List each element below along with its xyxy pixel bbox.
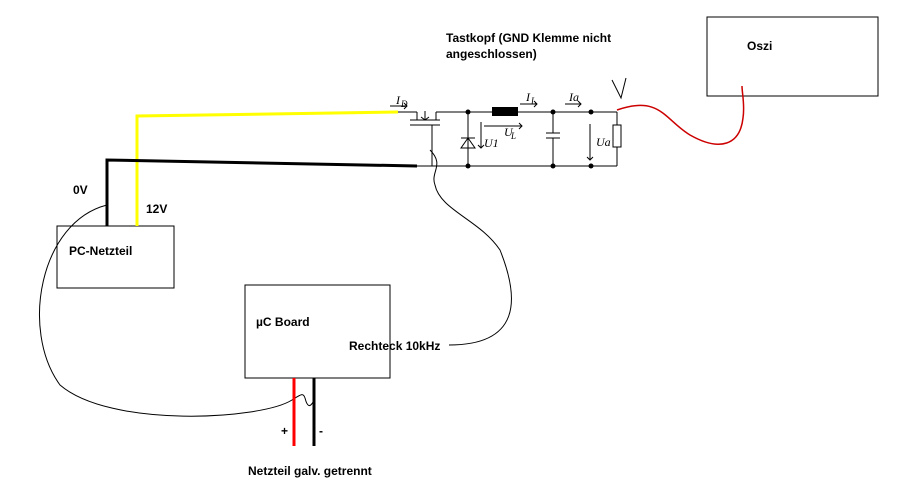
buck-converter	[390, 100, 622, 169]
symbol-i-l: I	[525, 90, 531, 104]
symbol-u-a: Ua	[596, 135, 611, 149]
symbol-u-l: U	[504, 125, 514, 139]
label-12v: 12V	[146, 202, 167, 216]
inductor-symbol	[492, 107, 518, 116]
label-0v: 0V	[73, 183, 88, 197]
ground-curve-wire	[39, 204, 316, 417]
resistor-symbol	[612, 124, 622, 148]
rechteck-label: Rechteck 10kHz	[349, 339, 440, 353]
tastkopf-label-line1: Tastkopf (GND Klemme nicht	[446, 31, 611, 45]
oszi-label: Oszi	[747, 39, 772, 53]
probe-pointer	[611, 77, 627, 100]
pc-netzteil-box	[56, 225, 175, 289]
symbol-u-1: U1	[484, 136, 499, 150]
netzteil-galv-label: Netzteil galv. getrennt	[248, 464, 372, 478]
yellow-12v-wire	[135, 110, 399, 226]
minus-label: -	[319, 424, 323, 438]
diode-symbol	[460, 137, 476, 149]
plus-label: +	[281, 424, 288, 438]
symbol-u-l-sub: L	[510, 131, 516, 141]
symbol-i-d-sub: D	[400, 99, 408, 109]
black-0v-wire	[105, 158, 418, 226]
tastkopf-label-line2: angeschlossen)	[446, 47, 537, 61]
pc-netzteil-label: PC-Netzteil	[69, 244, 132, 258]
uc-board-box	[244, 284, 391, 379]
oszi-box	[706, 16, 879, 97]
uc-board-label: µC Board	[256, 315, 310, 329]
probe-wire	[616, 85, 745, 145]
symbol-i-l-sub: L	[530, 96, 536, 106]
symbol-i-d: I	[395, 93, 401, 107]
symbol-i-a: Ia	[568, 90, 579, 104]
rechteck-signal-wire	[429, 149, 512, 346]
